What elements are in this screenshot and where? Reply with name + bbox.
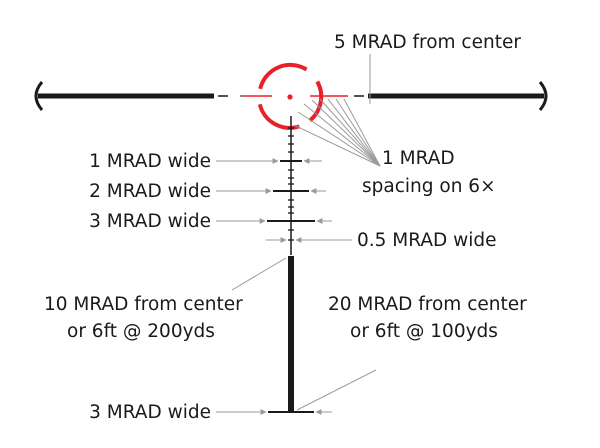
leader-fan-1-mrad [295,98,381,167]
leader-10-mrad [231,257,287,291]
label-10-mrad-line2: or 6ft @ 200yds [67,321,215,342]
right-post-end-cap [538,81,548,111]
leader-20-mrad [296,369,377,411]
label-3-mrad-wide-lower: 3 MRAD wide [89,402,211,423]
label-1-mrad-wide: 1 MRAD wide [89,151,211,172]
red-center-dot [287,94,293,100]
label-spacing-on-6x: spacing on 6× [362,176,496,197]
label-5-mrad-from-center: 5 MRAD from center [334,32,521,53]
label-10-mrad-line1: 10 MRAD from center [44,294,243,315]
red-circle [257,62,324,130]
label-3-mrad-wide-upper: 3 MRAD wide [89,211,211,232]
subtension-ticks [288,127,294,241]
bottom-thick-post [288,256,294,412]
label-20-mrad-line2: or 6ft @ 100yds [350,321,498,342]
reticle [34,62,548,413]
labels: 5 MRAD from center 1 MRAD spacing on 6× … [44,32,527,423]
label-half-mrad-wide: 0.5 MRAD wide [357,230,497,251]
label-1-mrad: 1 MRAD [382,148,455,169]
label-2-mrad-wide: 2 MRAD wide [89,181,211,202]
left-post-end-cap [34,81,44,111]
leader-lines [216,54,381,415]
label-20-mrad-line1: 20 MRAD from center [328,294,527,315]
